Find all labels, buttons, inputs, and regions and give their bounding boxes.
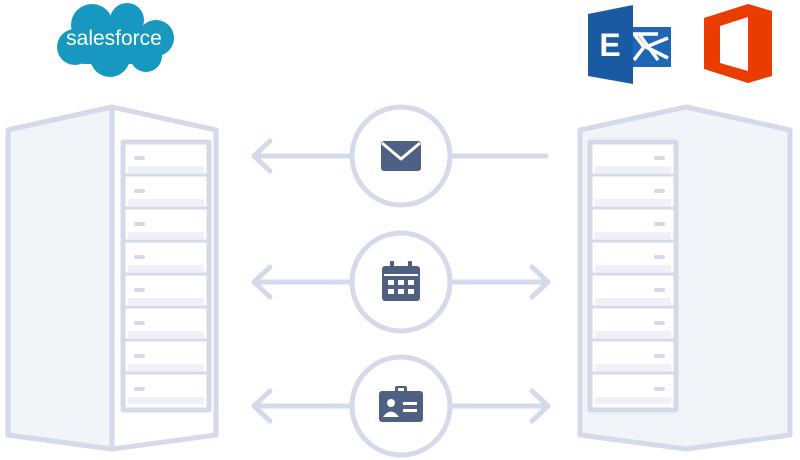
left-arrowhead: [251, 388, 273, 424]
contact-connection: [251, 354, 551, 458]
contact-card-icon: [379, 386, 423, 422]
left-server: [5, 104, 219, 452]
left-arrowhead: [251, 138, 273, 174]
right-server: [577, 104, 793, 452]
salesforce-logo: salesforce: [57, 3, 174, 77]
office-logo: [704, 4, 772, 83]
calendar-icon: [382, 261, 420, 301]
left-arrowhead: [251, 264, 273, 300]
email-connection: [251, 104, 549, 208]
right-arrowhead: [529, 388, 551, 424]
envelope-icon: [381, 141, 421, 171]
calendar-connection: [251, 230, 551, 334]
right-arrowhead: [529, 264, 551, 300]
exchange-logo-letter: E: [599, 27, 620, 63]
exchange-logo: E: [588, 5, 671, 84]
salesforce-logo-text: salesforce: [66, 27, 162, 50]
